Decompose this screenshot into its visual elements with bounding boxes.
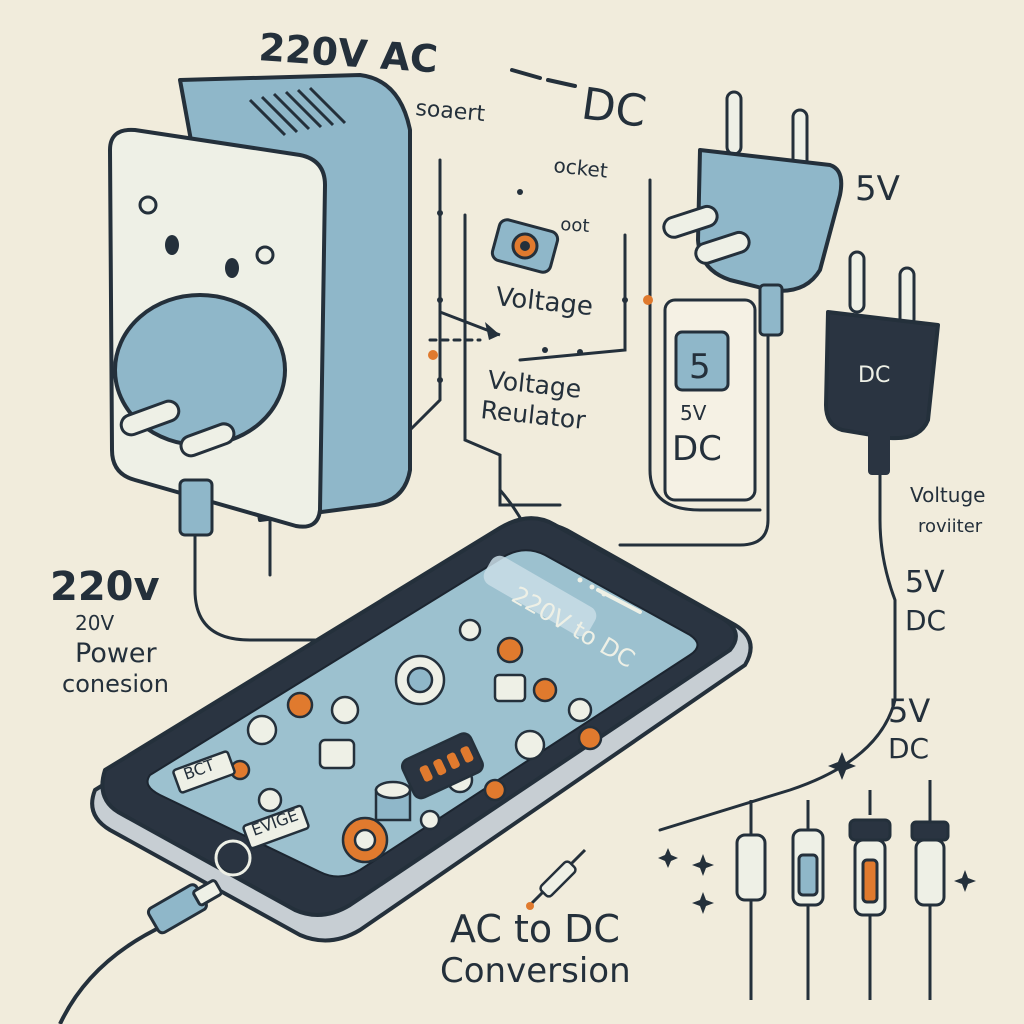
five-v-right-label: 5V [855, 169, 900, 209]
cylinder-component [374, 780, 412, 822]
screen-icons [229, 618, 603, 864]
wire-plug2-cable [658, 433, 897, 832]
regulator-component [490, 218, 560, 274]
connector-dot [542, 347, 548, 353]
footer-title-line1: AC to DC [450, 907, 620, 951]
connector-dot [437, 377, 443, 383]
dc-mid-label: DC [905, 604, 946, 637]
dc-top-label: DC [578, 78, 649, 137]
left-20v-label: 20V [75, 611, 114, 635]
orange-marker-dot [643, 295, 653, 305]
home-button [214, 839, 252, 877]
plug-dc-label: DC [858, 363, 890, 388]
panel-digit: 5 [689, 347, 711, 387]
connector-dots [437, 189, 628, 383]
wire-adapter-to-phone [193, 468, 562, 642]
wall-adapter [108, 73, 412, 537]
screw-icon [138, 195, 158, 215]
wire-regulator-down [518, 233, 627, 362]
component-row [735, 780, 950, 1000]
left-220v-label: 220v [50, 564, 160, 610]
connector-dot [437, 210, 443, 216]
smartphone [90, 516, 753, 943]
screen-tag [172, 750, 236, 794]
screen-tag [242, 804, 310, 850]
socket-label-3: oot [560, 214, 590, 237]
dc-output-panel [663, 298, 757, 502]
resistor-component [848, 790, 892, 1000]
plug-pin [179, 422, 236, 458]
connector-dot [622, 297, 628, 303]
wire-regulator-loop [463, 213, 562, 507]
digit-display [674, 330, 730, 392]
panel-dc-label: DC [672, 429, 722, 469]
socket-hole [225, 258, 239, 278]
probe-cable [526, 848, 587, 910]
socket-hole [165, 235, 179, 255]
connector-dot [577, 349, 583, 355]
speaker-slot [596, 588, 642, 614]
panel-5v-label: 5V [680, 401, 707, 425]
capacitor-component [400, 732, 484, 800]
footer-title-line2: Conversion [440, 951, 631, 991]
wire-plug1-cable [618, 298, 770, 547]
five-v-mid-label: 5V [905, 565, 945, 600]
dash-mark [510, 68, 577, 88]
screw-icon [255, 245, 275, 265]
left-conversion-label: conesion [62, 670, 169, 698]
five-v-low-label: 5V [888, 692, 930, 730]
wire-right-panel [648, 178, 762, 512]
resistor-component [735, 800, 767, 1000]
socket-label-1: soaert [414, 96, 486, 127]
voltage-rectifier-line1: Voltuge [910, 483, 985, 507]
resistor-component [910, 780, 950, 1000]
phone-screen [146, 549, 699, 878]
resistor-component [791, 800, 825, 1000]
orange-marker-dot [428, 350, 438, 360]
connector-dot [437, 297, 443, 303]
arrow-head [485, 322, 500, 340]
socket-label-2: ocket [552, 153, 609, 183]
dc-low-label: DC [888, 732, 929, 765]
ac-title: 220V AC [257, 25, 439, 81]
left-power-label: Power [75, 638, 158, 669]
sparkle-icon [658, 752, 976, 914]
screen-banner [483, 555, 597, 637]
wiring [193, 158, 897, 832]
voltage-label: Voltage [494, 282, 594, 322]
adapter-cable-head [178, 478, 214, 537]
dc-plug [824, 250, 940, 475]
wall-plug [662, 90, 844, 337]
usb-cable [58, 879, 223, 1024]
vent-slots [248, 86, 347, 137]
voltage-rectifier-line2: roviiter [918, 516, 983, 537]
connector-dot [517, 189, 523, 195]
plug-pin [119, 399, 181, 437]
